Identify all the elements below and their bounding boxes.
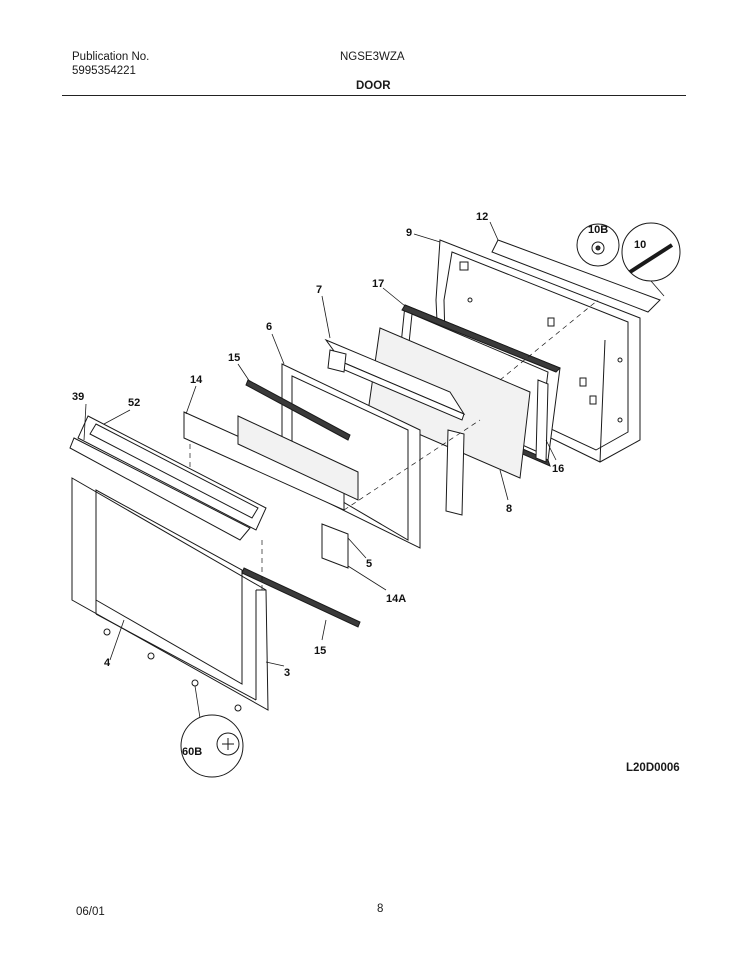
screw-10 — [621, 222, 681, 297]
model-number: NGSE3WZA — [340, 51, 405, 63]
screw-60b — [180, 685, 244, 778]
drawing-code: L20D0006 — [626, 762, 680, 774]
insulation-7 — [324, 338, 466, 516]
leader-lines — [83, 221, 557, 667]
callout-14a: 14A — [386, 593, 406, 605]
door-handle-39 — [69, 415, 267, 541]
callout-15-upper: 15 — [228, 352, 240, 364]
door-screws — [103, 628, 242, 712]
callout-9: 9 — [406, 227, 412, 239]
callout-8: 8 — [506, 503, 512, 515]
callout-6: 6 — [266, 321, 272, 333]
publication-label: Publication No. — [72, 51, 150, 63]
callout-39: 39 — [72, 391, 84, 403]
insulation-sheet — [237, 415, 359, 501]
side-trim-16 — [535, 379, 549, 463]
callout-3: 3 — [284, 667, 290, 679]
publication-number: 5995354221 — [72, 65, 136, 77]
callout-4: 4 — [104, 657, 111, 669]
callout-15-lower: 15 — [314, 645, 326, 657]
section-title: DOOR — [356, 80, 391, 92]
callout-16: 16 — [552, 463, 564, 475]
outer-door-panel — [71, 477, 269, 711]
callout-10b: 10B — [588, 224, 608, 236]
washer-10b — [576, 223, 620, 267]
callout-10: 10 — [634, 239, 646, 251]
header-rule — [62, 95, 686, 96]
callout-60b: 60B — [182, 746, 202, 758]
insulation-14a — [321, 523, 349, 569]
alignment-lines — [189, 299, 599, 590]
page-number: 8 — [377, 903, 384, 915]
callout-17: 17 — [372, 278, 384, 290]
callout-14: 14 — [190, 374, 203, 386]
bracket-15-upper — [245, 379, 351, 441]
bracket-15-lower — [241, 567, 361, 628]
callout-5: 5 — [366, 558, 372, 570]
callout-52: 52 — [128, 397, 140, 409]
callout-7: 7 — [316, 284, 322, 296]
footer-date: 06/01 — [76, 906, 105, 918]
callout-12: 12 — [476, 211, 488, 223]
